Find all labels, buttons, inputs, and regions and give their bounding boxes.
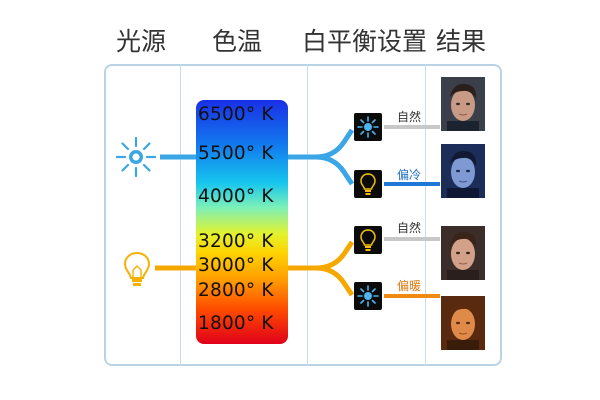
wb-daylight-box-2 <box>354 282 382 310</box>
temp-label-5500: 5500° K <box>198 143 274 164</box>
result-face-natural-warm <box>441 226 485 280</box>
column-divider-1 <box>180 64 181 366</box>
sun-icon <box>115 136 157 178</box>
wb-tungsten-box-2 <box>354 226 382 254</box>
sun-icon <box>357 116 379 138</box>
bulb-icon <box>360 173 376 195</box>
tungsten-branch-up <box>315 240 355 271</box>
bulb-icon <box>123 251 151 286</box>
result-face-orange <box>441 296 485 350</box>
daylight-branch-down <box>315 154 355 186</box>
daylight-branch-up <box>315 128 355 160</box>
tungsten-branch-down <box>315 265 355 297</box>
header-result: 结果 <box>436 27 487 56</box>
sun-icon <box>357 285 379 307</box>
header-color-temperature: 色温 <box>212 27 263 56</box>
label-natural-2: 自然 <box>397 221 422 235</box>
column-divider-2 <box>307 64 308 366</box>
temp-label-3200: 3200° K <box>198 231 274 252</box>
temp-label-6500: 6500° K <box>198 104 274 125</box>
wb-tungsten-box-1 <box>354 170 382 198</box>
label-cool: 偏冷 <box>397 168 422 182</box>
column-divider-3 <box>425 64 426 366</box>
temp-label-3000: 3000° K <box>198 255 274 276</box>
diagram-frame <box>104 64 502 366</box>
temp-label-2800: 2800° K <box>198 280 274 301</box>
temp-label-1800: 1800° K <box>198 313 274 334</box>
result-face-bluish <box>441 144 485 198</box>
bulb-icon <box>360 229 376 251</box>
temp-label-4000: 4000° K <box>198 186 274 207</box>
label-natural-1: 自然 <box>397 110 422 124</box>
label-warm: 偏暖 <box>397 279 422 293</box>
wb-daylight-box-1 <box>354 113 382 141</box>
header-white-balance-setting: 白平衡设置 <box>302 27 428 56</box>
header-light-source: 光源 <box>116 27 167 56</box>
result-face-natural-cool <box>441 77 485 131</box>
color-temperature-spectrum <box>196 100 288 344</box>
